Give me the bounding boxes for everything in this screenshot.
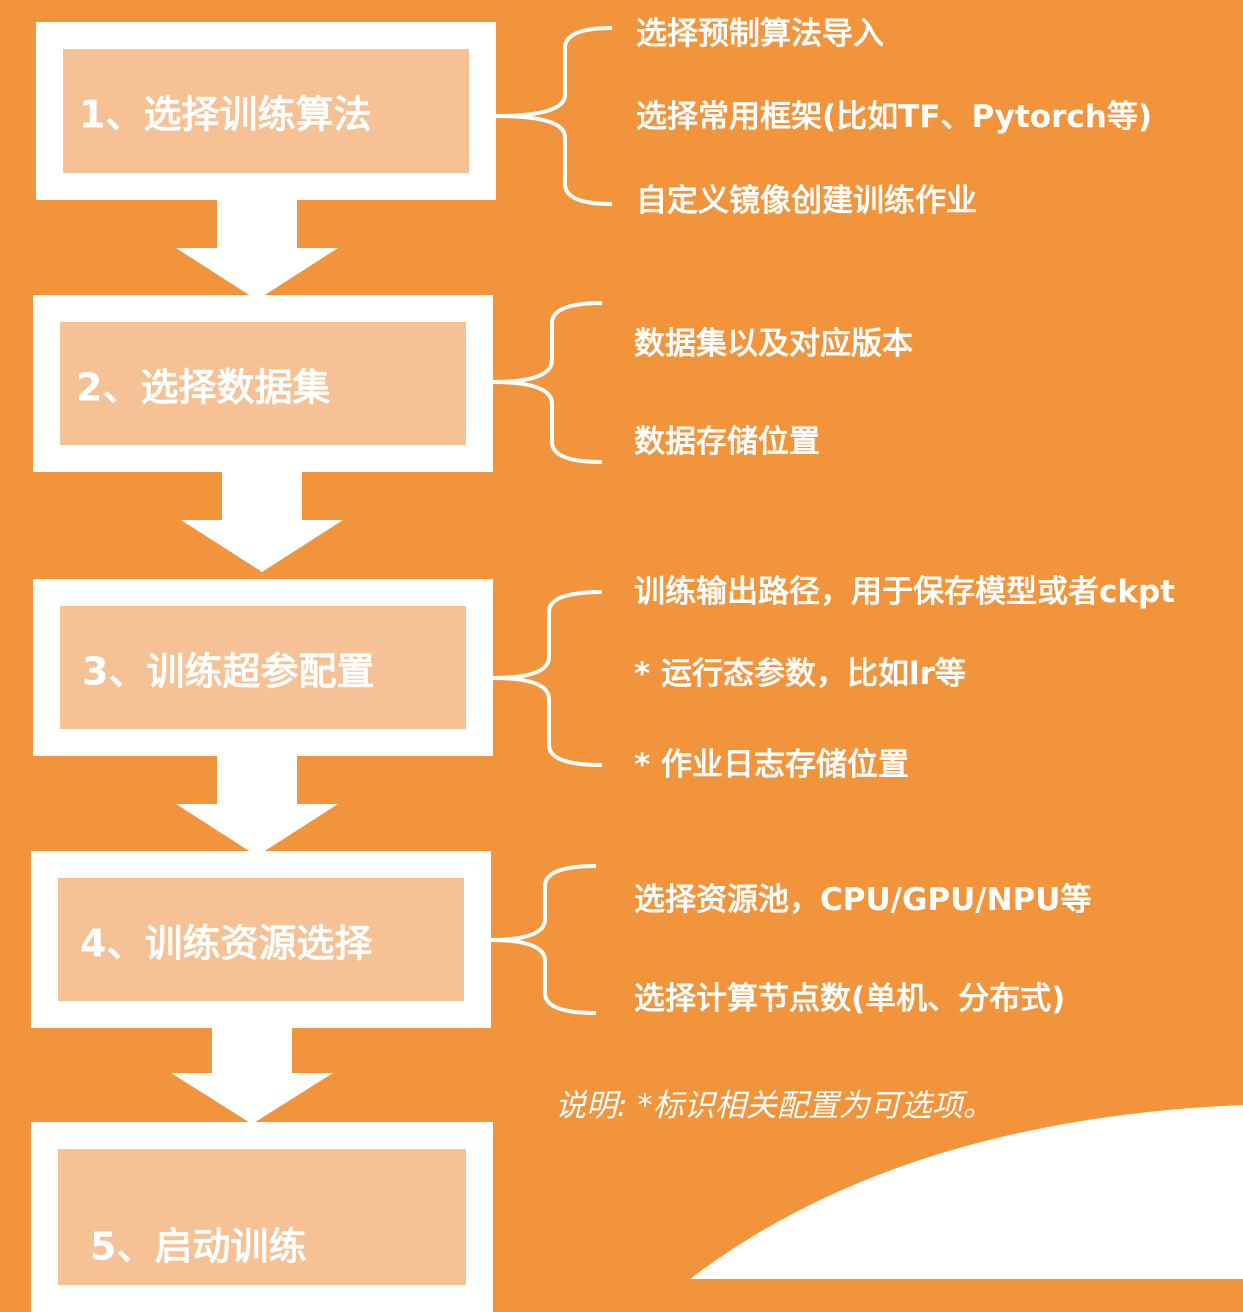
detail-3-1: 训练输出路径，用于保存模型或者ckpt xyxy=(634,574,1175,610)
decorative-wave xyxy=(690,1105,1243,1279)
brace-3 xyxy=(492,590,603,767)
detail-3-3: * 作业日志存储位置 xyxy=(634,747,910,783)
detail-4-2: 选择计算节点数(单机、分布式) xyxy=(634,981,1066,1017)
step-box-5: 5、启动训练 xyxy=(31,1122,493,1312)
step-label-5: 5、启动训练 xyxy=(90,1224,307,1269)
detail-3-2: * 运行态参数，比如lr等 xyxy=(634,656,966,692)
step-box-1: 1、选择训练算法 xyxy=(36,22,496,200)
brace-2 xyxy=(492,301,603,464)
arrow-down-2 xyxy=(181,470,343,572)
detail-1-1: 选择预制算法导入 xyxy=(636,16,884,52)
detail-4-1: 选择资源池，CPU/GPU/NPU等 xyxy=(634,882,1092,918)
detail-2-1: 数据集以及对应版本 xyxy=(634,326,913,362)
step-label-2: 2、选择数据集 xyxy=(76,365,331,409)
brace-4 xyxy=(489,864,597,1015)
step-label-1: 1、选择训练算法 xyxy=(79,92,372,137)
step-box-2: 2、选择数据集 xyxy=(33,295,493,472)
step-label-4: 4、训练资源选择 xyxy=(80,921,373,965)
step-label-3: 3、训练超参配置 xyxy=(82,649,375,693)
detail-1-3: 自定义镜像创建训练作业 xyxy=(636,183,977,219)
arrow-down-3 xyxy=(176,754,338,856)
arrow-down-1 xyxy=(176,198,338,300)
arrow-down-4 xyxy=(171,1026,333,1124)
step-box-3: 3、训练超参配置 xyxy=(33,579,493,756)
background-canvas xyxy=(171,26,1243,1279)
footnote: 说明: *标识相关配置为可选项。 xyxy=(555,1088,994,1124)
step-box-4: 4、训练资源选择 xyxy=(31,851,491,1028)
detail-2-2: 数据存储位置 xyxy=(634,424,820,460)
brace-1 xyxy=(495,26,613,206)
detail-1-2: 选择常用框架(比如TF、Pytorch等) xyxy=(636,99,1153,135)
